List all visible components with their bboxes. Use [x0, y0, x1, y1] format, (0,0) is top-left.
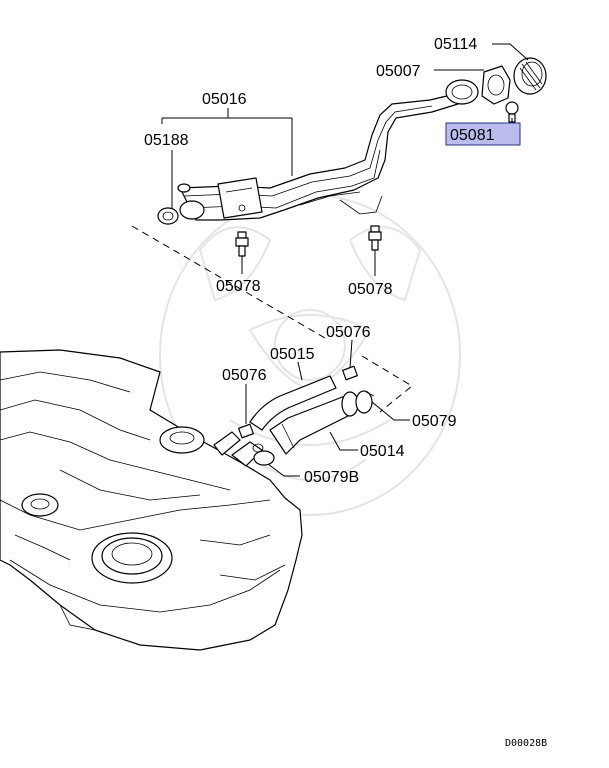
- filler-cap-gasket: [481, 65, 511, 105]
- label-bolt-right: 05078: [348, 281, 393, 298]
- highlight-box: [445, 122, 521, 146]
- label-bolt-left: 05078: [216, 278, 261, 295]
- neck-grommet: [157, 207, 179, 225]
- breather-hose: [249, 375, 337, 431]
- label-neck-grommet: 05188: [144, 132, 189, 149]
- label-hose-clamp-b: 05079B: [304, 469, 359, 486]
- filler-hose: [269, 391, 359, 455]
- clip-lower: [238, 423, 254, 439]
- hose-clamp: [355, 390, 375, 414]
- clip-upper: [342, 365, 358, 381]
- label-filler-cap-gasket: 05007: [376, 63, 421, 80]
- label-breather-hose: 05015: [270, 346, 315, 363]
- diagram-code: D00028B: [505, 738, 547, 749]
- fuel-filler-neck: [177, 79, 479, 221]
- fuel-tank: [0, 349, 303, 651]
- label-hose-clamp: 05079: [412, 413, 457, 430]
- label-clip-lower: 05076: [222, 367, 267, 384]
- label-cap-screw: 05081: [450, 127, 495, 144]
- filler-cap: [513, 57, 547, 95]
- label-clip-upper: 05076: [326, 324, 371, 341]
- label-fuel-filler-neck: 05016: [202, 91, 247, 108]
- label-filler-cap: 05114: [434, 36, 477, 53]
- bolt-right: [368, 225, 382, 251]
- bolt-left: [235, 231, 249, 257]
- label-filler-hose: 05014: [360, 443, 405, 460]
- hose-clamp-b: [252, 443, 275, 466]
- leader-lines: [131, 43, 529, 477]
